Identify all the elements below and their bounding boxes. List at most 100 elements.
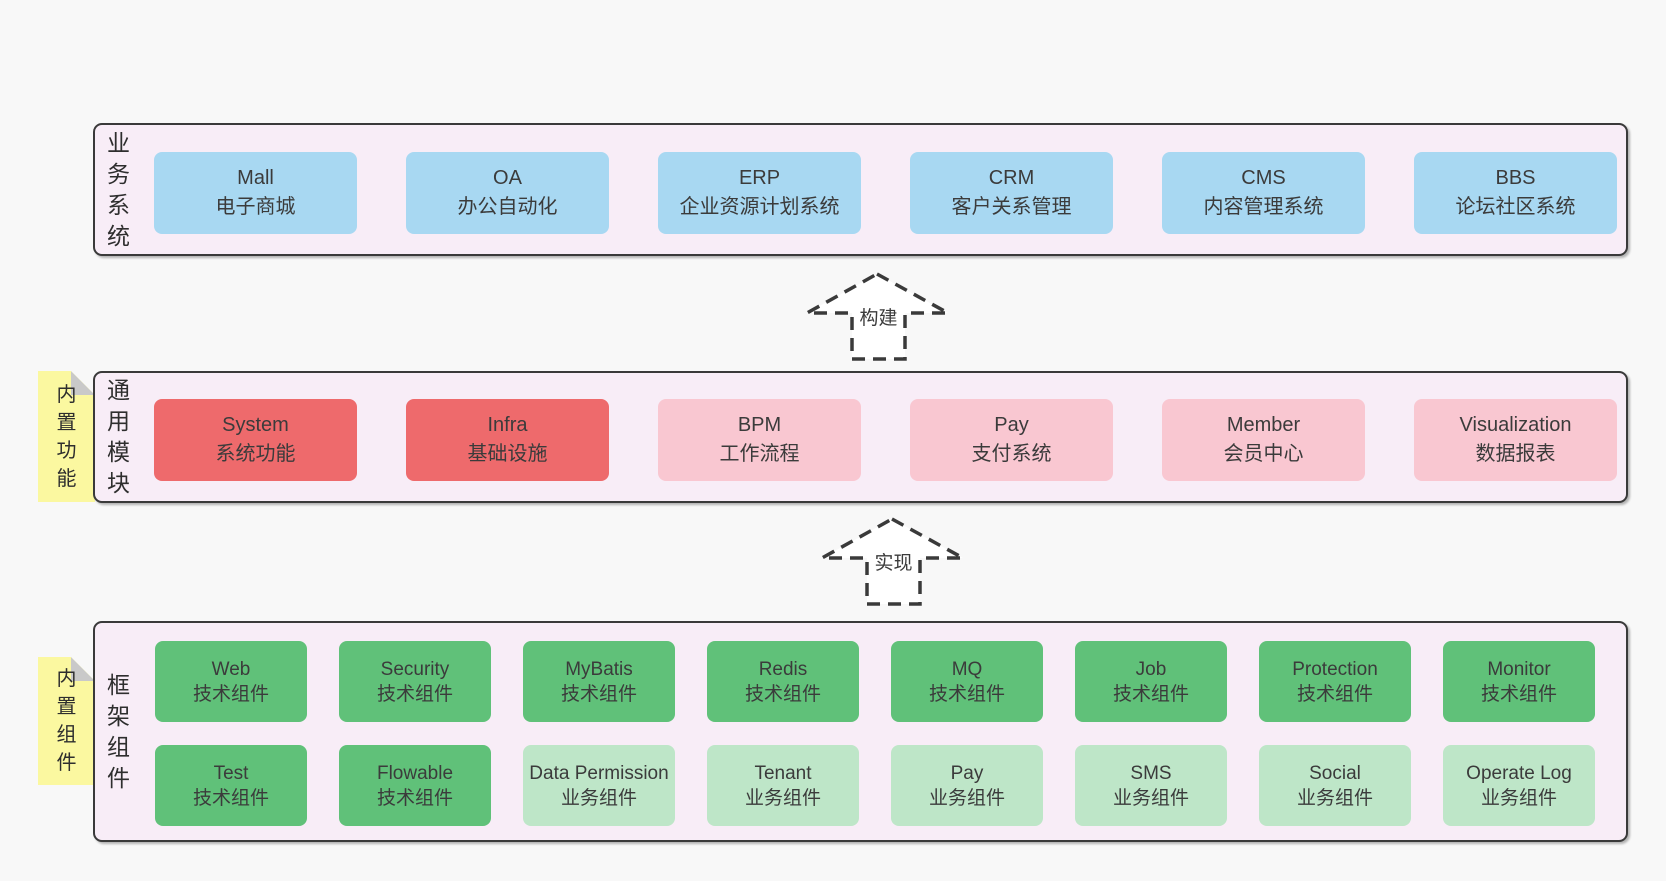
node-bpm: BPM 工作流程 (658, 399, 861, 481)
node-desc: 办公自动化 (457, 196, 558, 218)
node-erp: ERP 企业资源计划系统 (658, 152, 861, 234)
node-name: Flowable (376, 762, 454, 784)
node-desc: 数据报表 (1475, 443, 1556, 465)
node-desc: 支付系统 (971, 443, 1052, 465)
node-name: ERP (738, 167, 781, 189)
node-desc: 业务组件 (744, 787, 821, 809)
layer-label-framework-components: 框架组件 (107, 671, 130, 791)
node-desc: 基础设施 (467, 443, 548, 465)
sticky-note-built-in-components: 内置组件 (38, 657, 95, 785)
node-cms: CMS 内容管理系统 (1162, 152, 1365, 234)
node-desc: 系统功能 (215, 443, 296, 465)
node-sms: SMS 业务组件 (1075, 745, 1227, 826)
node-pay-business: Pay 业务组件 (891, 745, 1043, 826)
layer-common-modules: 通用模块 System 系统功能 Infra 基础设施 BPM 工作流程 Pay… (93, 371, 1628, 503)
node-name: MyBatis (565, 658, 633, 680)
node-name: Social (1309, 762, 1361, 784)
node-name: Pay (950, 762, 984, 784)
arrow-label: 构建 (856, 308, 901, 330)
arrow-build: 构建 (806, 270, 951, 362)
node-pay: Pay 支付系统 (910, 399, 1113, 481)
node-infra: Infra 基础设施 (406, 399, 609, 481)
node-desc: 技术组件 (1296, 683, 1373, 705)
node-desc: 技术组件 (744, 683, 821, 705)
node-operate-log: Operate Log 业务组件 (1443, 745, 1595, 826)
node-web: Web 技术组件 (155, 641, 307, 722)
node-redis: Redis 技术组件 (707, 641, 859, 722)
node-desc: 技术组件 (192, 787, 269, 809)
node-desc: 内容管理系统 (1203, 196, 1324, 218)
node-desc: 技术组件 (928, 683, 1005, 705)
node-protection: Protection 技术组件 (1259, 641, 1411, 722)
node-name: Monitor (1487, 658, 1551, 680)
node-desc: 业务组件 (1480, 787, 1557, 809)
node-name: Infra (487, 414, 528, 436)
node-name: Tenant (754, 762, 812, 784)
node-bbs: BBS 论坛社区系统 (1414, 152, 1617, 234)
node-desc: 技术组件 (192, 683, 269, 705)
node-desc: 业务组件 (1296, 787, 1373, 809)
node-name: Job (1135, 658, 1167, 680)
node-monitor: Monitor 技术组件 (1443, 641, 1595, 722)
node-name: MQ (951, 658, 983, 680)
node-test: Test 技术组件 (155, 745, 307, 826)
node-social: Social 业务组件 (1259, 745, 1411, 826)
node-name: Mall (237, 167, 274, 189)
node-desc: 技术组件 (376, 787, 453, 809)
node-name: Pay (994, 414, 1029, 436)
layer-framework-components: 框架组件 Web 技术组件 Security 技术组件 MyBatis 技术组件… (93, 621, 1628, 842)
layer-label-business-systems: 业务系统 (107, 129, 130, 249)
layer-business-systems: 业务系统 Mall 电子商城 OA 办公自动化 ERP 企业资源计划系统 CRM… (93, 123, 1628, 256)
arrow-implement: 实现 (821, 515, 966, 607)
node-desc: 业务组件 (560, 787, 637, 809)
node-flowable: Flowable 技术组件 (339, 745, 491, 826)
box-row: System 系统功能 Infra 基础设施 BPM 工作流程 Pay 支付系统… (154, 399, 1617, 481)
node-name: Data Permission (529, 762, 669, 784)
sticky-note-text: 内置功能 (56, 383, 77, 490)
node-name: SMS (1130, 762, 1172, 784)
node-desc: 技术组件 (560, 683, 637, 705)
node-name: System (222, 414, 289, 436)
node-desc: 业务组件 (928, 787, 1005, 809)
node-member: Member 会员中心 (1162, 399, 1365, 481)
box-row: Test 技术组件 Flowable 技术组件 Data Permission … (155, 745, 1595, 826)
node-name: Redis (758, 658, 808, 680)
box-row: Mall 电子商城 OA 办公自动化 ERP 企业资源计划系统 CRM 客户关系… (154, 152, 1617, 234)
node-mall: Mall 电子商城 (154, 152, 357, 234)
node-desc: 会员中心 (1223, 443, 1304, 465)
node-system: System 系统功能 (154, 399, 357, 481)
node-desc: 技术组件 (1112, 683, 1189, 705)
sticky-note-built-in-functions: 内置功能 (38, 371, 95, 502)
node-security: Security 技术组件 (339, 641, 491, 722)
node-desc: 业务组件 (1112, 787, 1189, 809)
node-desc: 技术组件 (376, 683, 453, 705)
node-desc: 电子商城 (215, 196, 296, 218)
node-name: CMS (1241, 167, 1286, 189)
arrow-label: 实现 (871, 553, 916, 575)
node-tenant: Tenant 业务组件 (707, 745, 859, 826)
node-desc: 技术组件 (1480, 683, 1557, 705)
node-name: BPM (737, 414, 782, 436)
node-desc: 工作流程 (719, 443, 800, 465)
node-name: Member (1226, 414, 1301, 436)
node-name: Protection (1292, 658, 1378, 680)
node-name: Web (211, 658, 251, 680)
node-crm: CRM 客户关系管理 (910, 152, 1113, 234)
node-desc: 论坛社区系统 (1455, 196, 1576, 218)
node-job: Job 技术组件 (1075, 641, 1227, 722)
node-name: Visualization (1459, 414, 1572, 436)
node-oa: OA 办公自动化 (406, 152, 609, 234)
node-data-permission: Data Permission 业务组件 (523, 745, 675, 826)
node-name: OA (493, 167, 522, 189)
node-desc: 企业资源计划系统 (679, 196, 840, 218)
node-name: Security (380, 658, 450, 680)
sticky-note-text: 内置组件 (56, 668, 77, 774)
layer-label-common-modules: 通用模块 (107, 377, 130, 496)
node-desc: 客户关系管理 (951, 196, 1072, 218)
node-name: Test (213, 762, 249, 784)
node-name: BBS (1495, 167, 1536, 189)
node-visualization: Visualization 数据报表 (1414, 399, 1617, 481)
node-mq: MQ 技术组件 (891, 641, 1043, 722)
node-name: Operate Log (1466, 762, 1572, 784)
